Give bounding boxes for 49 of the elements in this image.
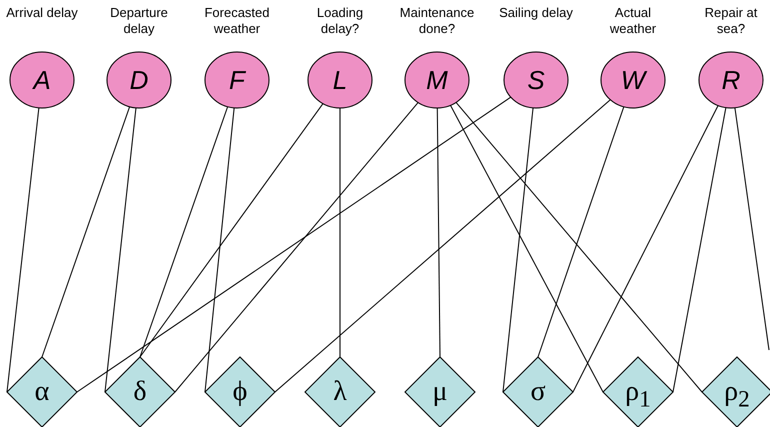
node-label: Actual weather (608, 5, 658, 37)
variable-symbol: L (332, 65, 348, 95)
factor-node (305, 357, 375, 427)
factor-node (603, 357, 673, 427)
factor-node (405, 357, 475, 427)
node-label: Arrival delay (5, 5, 79, 21)
connector-line (450, 104, 604, 392)
factor-node (503, 357, 573, 427)
variable-symbol: F (228, 65, 247, 95)
node-label: Loading delay? (316, 5, 364, 37)
factor-symbol: σ (529, 376, 547, 408)
variable-symbol: M (425, 65, 449, 95)
node-label: Departure delay (109, 5, 169, 37)
factor-symbol: ρ$_{2}$ (723, 376, 751, 415)
variable-symbol: S (526, 65, 546, 95)
connector-line (274, 99, 611, 392)
connector-line (140, 106, 228, 358)
factor-node (105, 357, 175, 427)
factor-node (702, 357, 770, 427)
factor-node (205, 357, 275, 427)
connector-line (6, 107, 40, 392)
connector-line (734, 107, 770, 350)
factor-symbol: μ (431, 376, 448, 408)
connector-line (104, 107, 136, 392)
factor-symbol: ρ$_{1}$ (624, 376, 652, 415)
variable-symbol: A (31, 65, 52, 95)
connector-line (572, 105, 719, 392)
node-label: Repair at sea? (704, 5, 758, 37)
connector-line (538, 106, 624, 358)
node-label: Forecasted weather (203, 5, 271, 37)
connector-line (140, 103, 324, 358)
connector-line (456, 102, 702, 392)
factor-symbol: λ (332, 376, 348, 408)
connector-line (42, 106, 130, 358)
variable-symbol: W (620, 65, 648, 95)
variable-symbol: D (128, 65, 150, 95)
connector-line (672, 107, 726, 392)
connector-line (76, 96, 512, 392)
connector-line (436, 108, 440, 358)
node-label: Sailing delay (498, 5, 574, 21)
node-label: Maintenance done? (399, 5, 475, 37)
connector-line (502, 107, 534, 392)
factor-symbol: α (34, 376, 50, 408)
factor-node (7, 357, 77, 427)
connector-line (174, 102, 419, 392)
factor-symbol: δ (132, 376, 148, 408)
connector-line (204, 107, 235, 392)
factor-symbol: ϕ (232, 376, 248, 408)
variable-symbol: R (720, 65, 742, 95)
